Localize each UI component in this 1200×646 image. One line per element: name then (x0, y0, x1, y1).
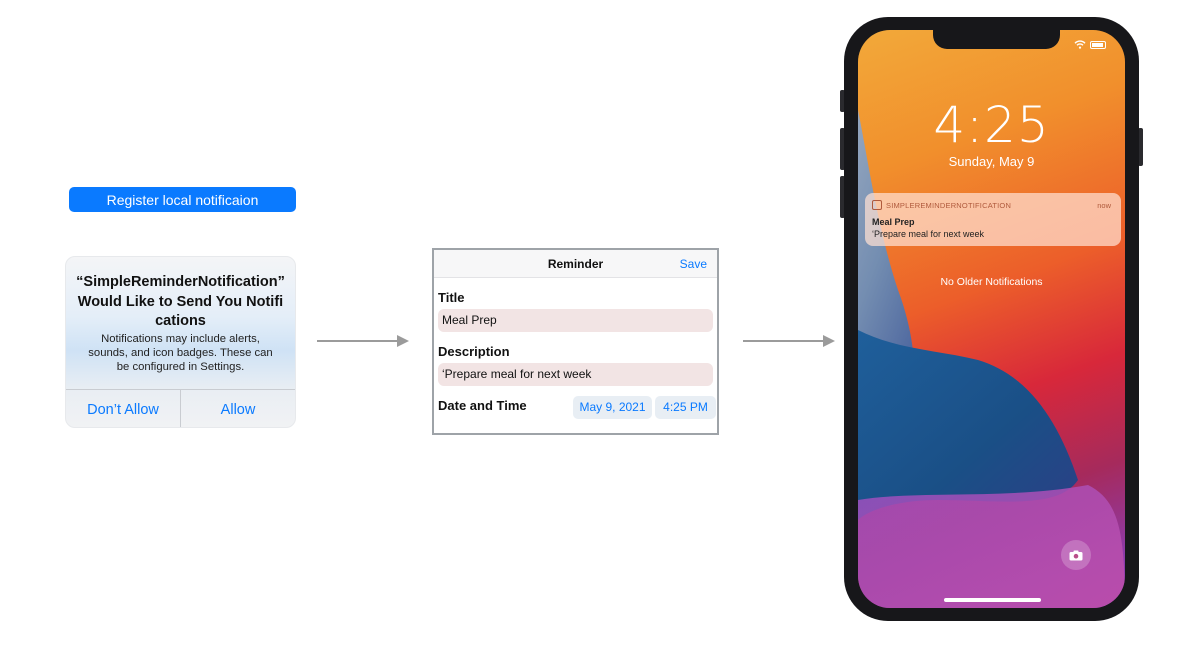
dont-allow-button[interactable]: Don’t Allow (87, 401, 159, 418)
wifi-icon (1074, 40, 1086, 49)
camera-button[interactable] (1061, 540, 1091, 570)
notification-banner[interactable]: SIMPLEREMINDERNOTIFICATION now Meal Prep… (865, 193, 1121, 246)
no-older-notifications: No Older Notifications (940, 276, 1043, 288)
description-label: Description (438, 344, 510, 359)
save-button[interactable]: Save (679, 257, 707, 271)
register-notification-button[interactable]: Register local notificaion (69, 187, 296, 212)
notification-timestamp: now (1097, 201, 1111, 210)
phone-notch (933, 30, 1060, 49)
alert-title: “SimpleReminderNotification” Would Like … (76, 274, 285, 329)
title-label: Title (438, 290, 465, 305)
status-bar-icons (1074, 40, 1106, 49)
lock-screen (858, 30, 1125, 608)
phone-volume-down (840, 176, 845, 218)
allow-button[interactable]: Allow (220, 401, 256, 418)
phone-power-button (1138, 128, 1143, 166)
flow-arrow-2 (743, 335, 835, 347)
phone-mute-switch (840, 90, 845, 112)
notification-permission-alert: “SimpleReminderNotification” Would Like … (65, 256, 296, 428)
notification-app-name: SIMPLEREMINDERNOTIFICATION (886, 201, 1012, 210)
form-navigation-bar: Reminder Save (434, 250, 717, 278)
notification-body: ‘Prepare meal for next week (872, 229, 985, 239)
reminder-form: Reminder Save Title Meal Prep Descriptio… (432, 248, 719, 435)
home-indicator[interactable] (944, 598, 1041, 602)
calendar-icon (872, 200, 882, 210)
notification-title: Meal Prep (872, 217, 915, 227)
date-picker[interactable]: May 9, 2021 (573, 396, 652, 419)
description-field[interactable]: ‘Prepare meal for next week (438, 363, 713, 386)
lock-screen-time: 4:25 (933, 96, 1050, 154)
battery-icon (1090, 40, 1106, 49)
datetime-label: Date and Time (438, 398, 527, 413)
title-field[interactable]: Meal Prep (438, 309, 713, 332)
alert-message: Notifications may include alerts, sounds… (88, 333, 273, 373)
camera-icon (1069, 550, 1083, 560)
form-nav-title: Reminder (547, 257, 604, 271)
flow-arrow-1 (317, 335, 409, 347)
lock-screen-date: Sunday, May 9 (948, 154, 1035, 169)
phone-volume-up (840, 128, 845, 170)
alert-button-divider (180, 389, 181, 427)
time-picker[interactable]: 4:25 PM (655, 396, 716, 419)
